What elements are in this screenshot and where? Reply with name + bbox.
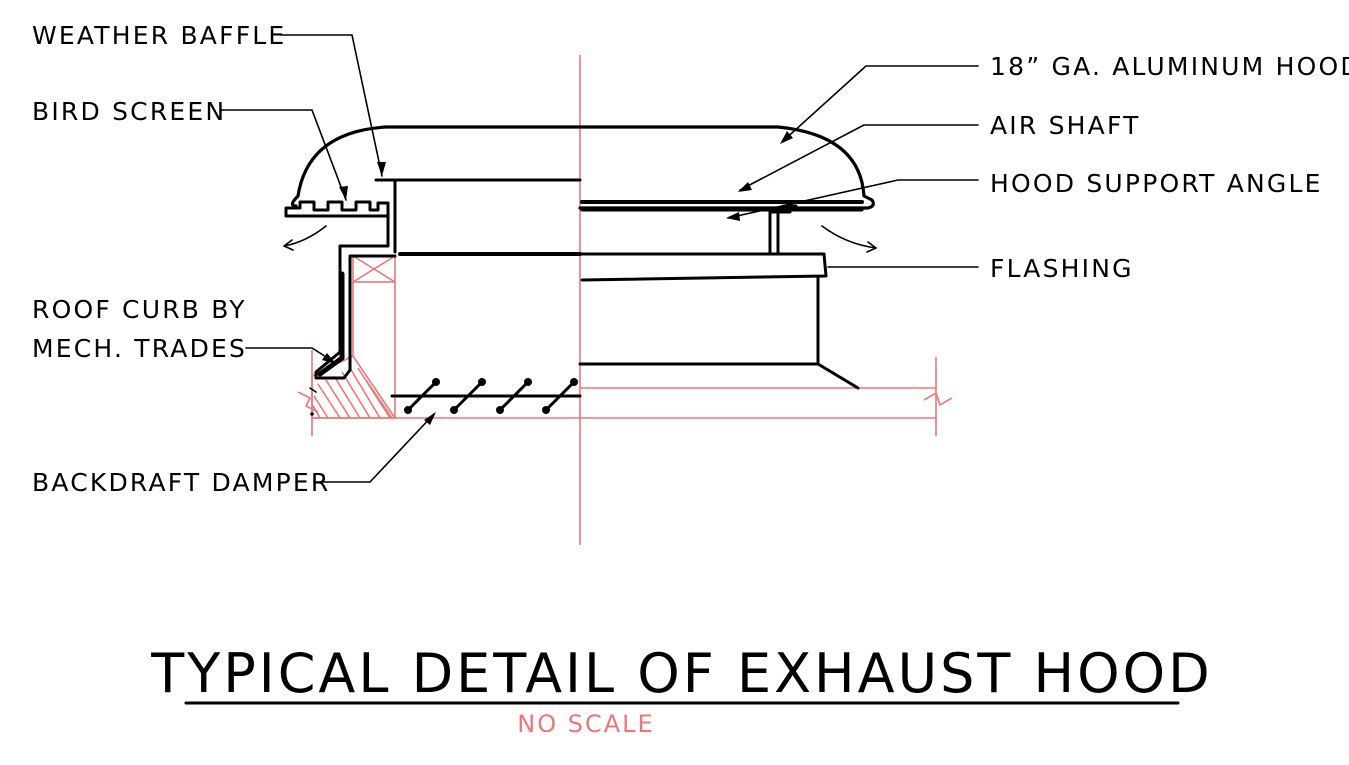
drawing-subtitle: NO SCALE bbox=[517, 710, 654, 738]
curb-flange-right bbox=[816, 362, 860, 390]
label-roof-curb-line2: MECH. TRADES bbox=[32, 334, 247, 363]
label-flashing: FLASHING bbox=[990, 254, 1134, 283]
leaders bbox=[219, 34, 979, 483]
hood-base-left bbox=[314, 214, 397, 380]
label-bird-screen: BIRD SCREEN bbox=[32, 97, 226, 126]
break-symbol-right bbox=[923, 391, 953, 407]
damper-blades bbox=[404, 378, 578, 414]
airflow-arrow-right bbox=[821, 225, 877, 249]
bird-screen bbox=[284, 200, 390, 218]
airflow-arrow-left bbox=[283, 225, 327, 247]
hood-assembly bbox=[283, 125, 877, 416]
curb-flashing-left bbox=[317, 271, 345, 377]
label-backdraft-damper: BACKDRAFT DAMPER bbox=[32, 468, 330, 497]
flashing-band bbox=[580, 252, 828, 282]
drawing-title: TYPICAL DETAIL OF EXHAUST HOOD bbox=[150, 642, 1213, 705]
label-hood-support-angle: HOOD SUPPORT ANGLE bbox=[990, 169, 1323, 198]
cant-strip-hatch bbox=[311, 367, 393, 419]
label-roof-curb-line1: ROOF CURB BY bbox=[32, 295, 247, 324]
label-weather-baffle: WEATHER BAFFLE bbox=[32, 21, 286, 50]
aluminum-hood-shell bbox=[290, 125, 875, 210]
hood-support-angle bbox=[768, 204, 798, 254]
label-air-shaft: AIR SHAFT bbox=[990, 111, 1141, 140]
label-aluminum-hood: 18” GA. ALUMINUM HOOD bbox=[990, 52, 1349, 81]
